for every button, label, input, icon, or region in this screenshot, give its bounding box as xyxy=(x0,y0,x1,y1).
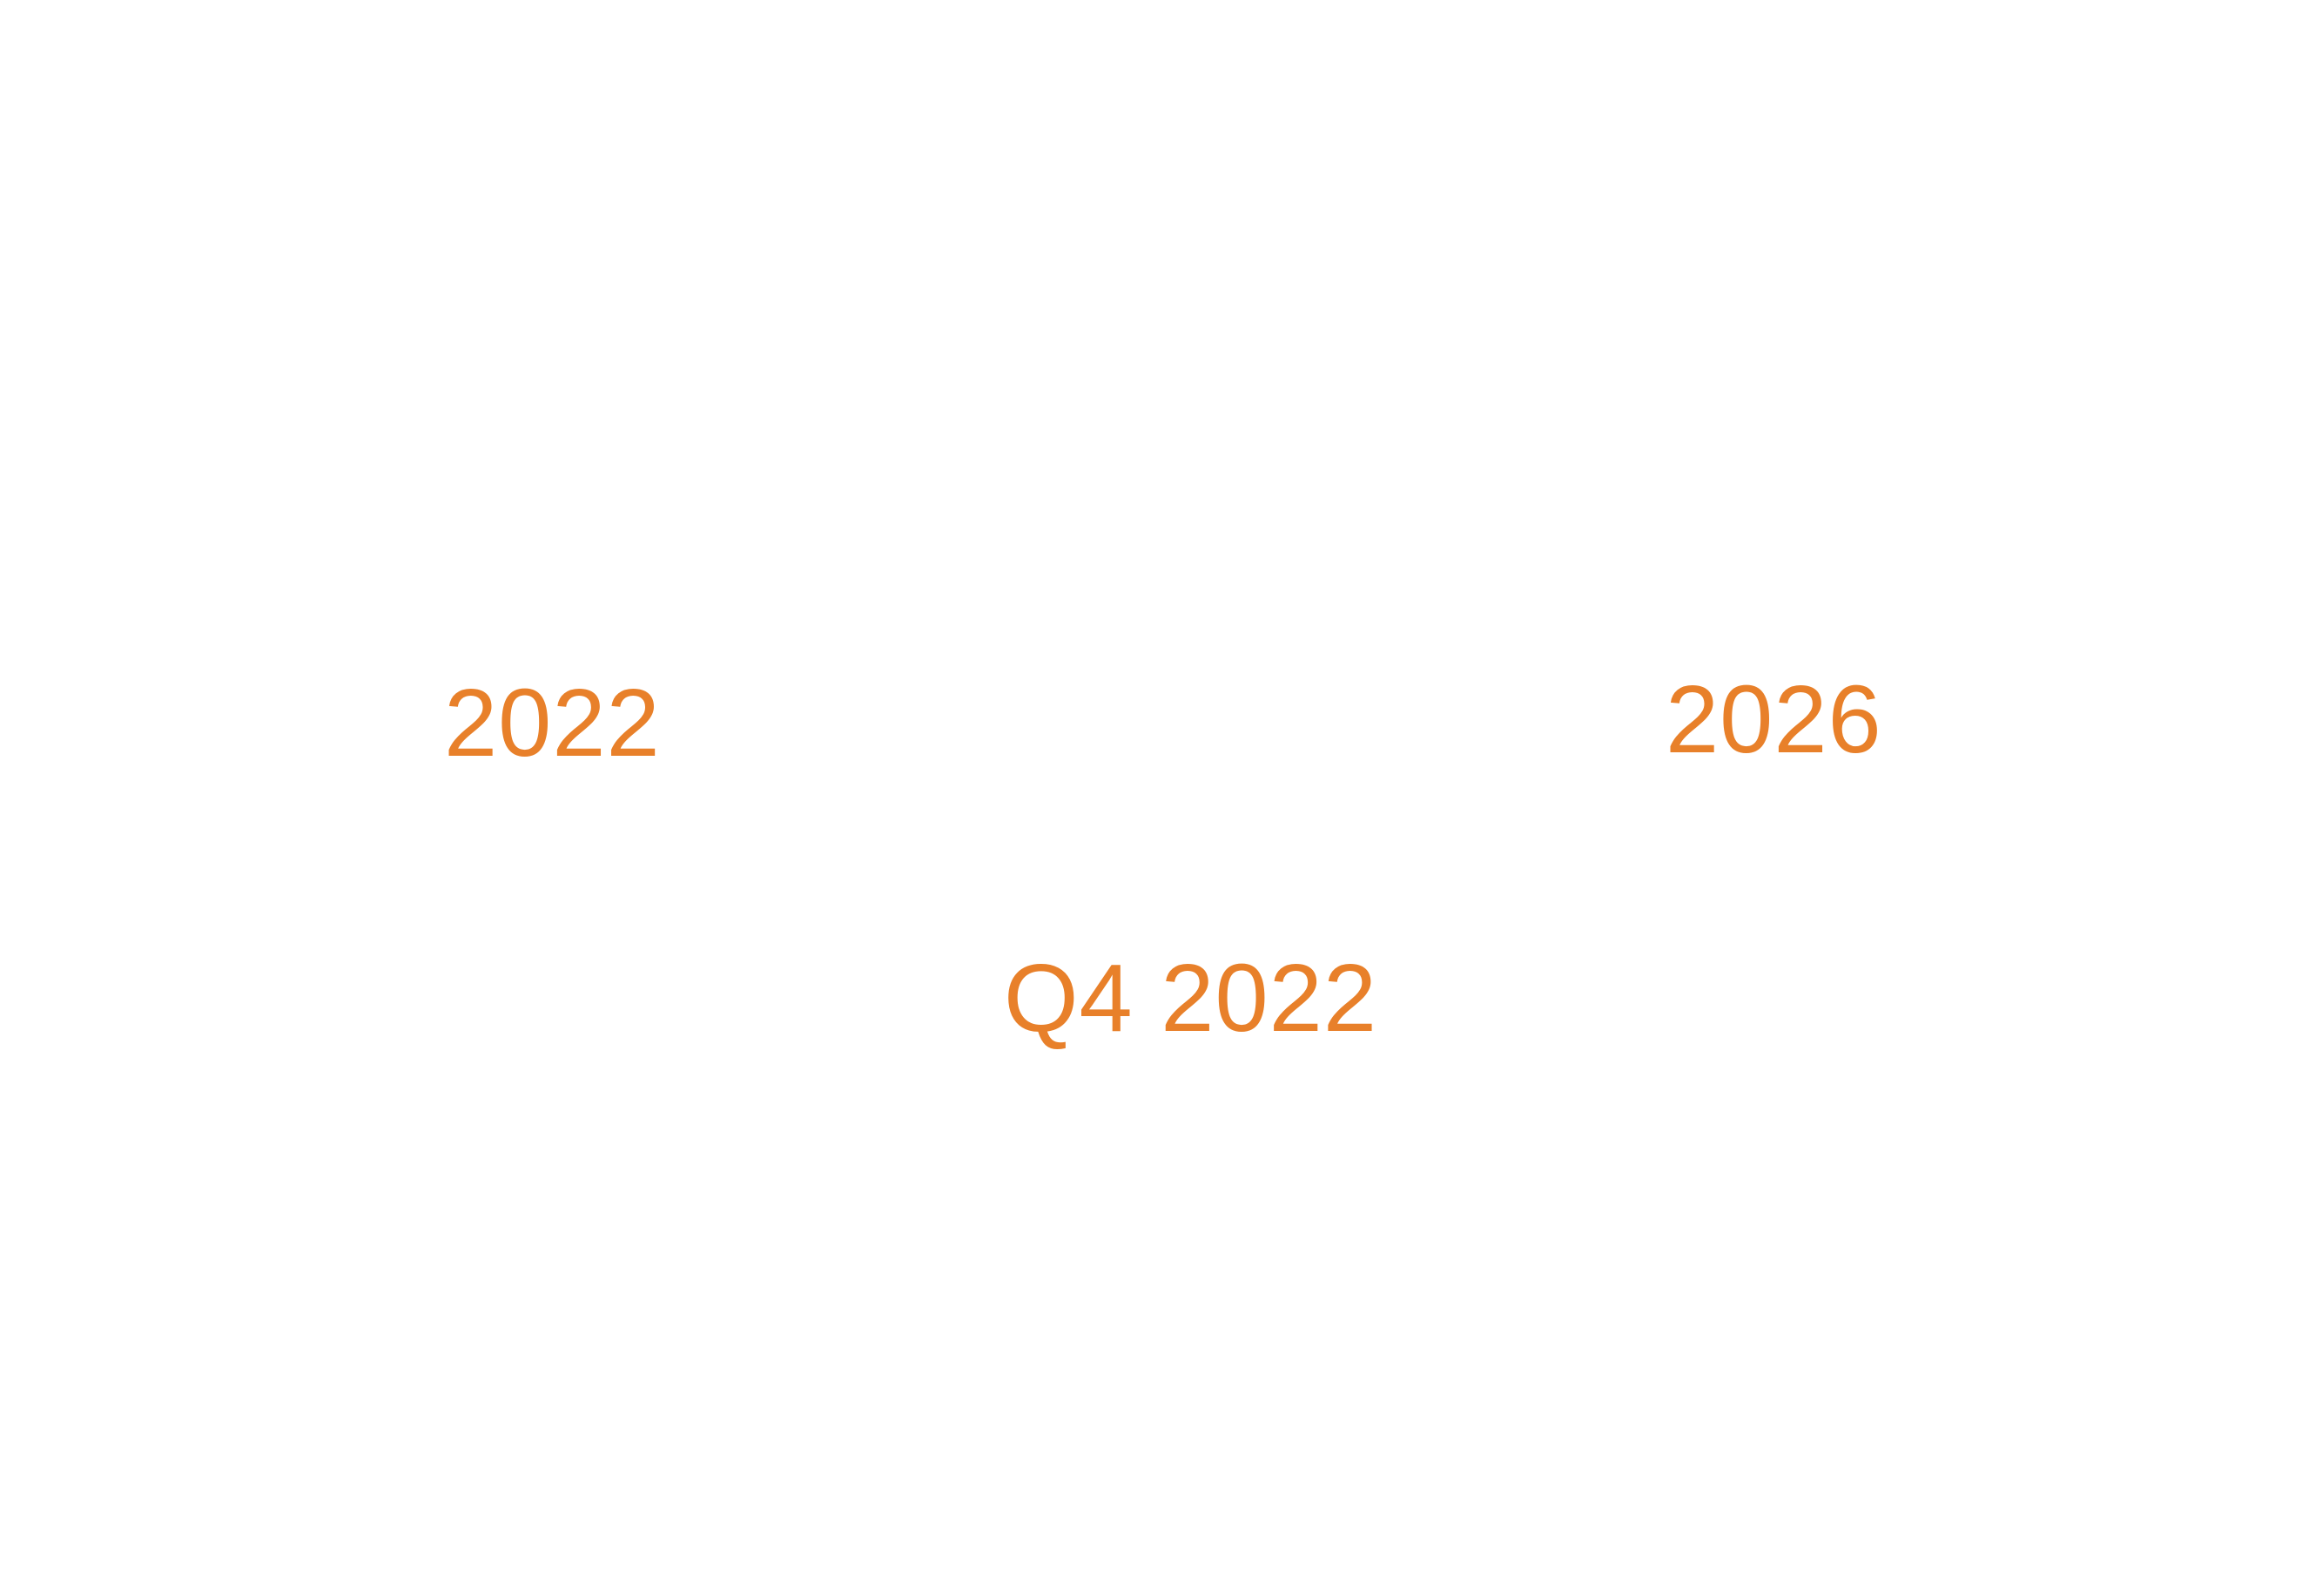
year-start-label: 2022 xyxy=(444,670,661,777)
year-end-label: 2026 xyxy=(1666,666,1882,773)
quarter-label: Q4 2022 xyxy=(1004,945,1378,1052)
